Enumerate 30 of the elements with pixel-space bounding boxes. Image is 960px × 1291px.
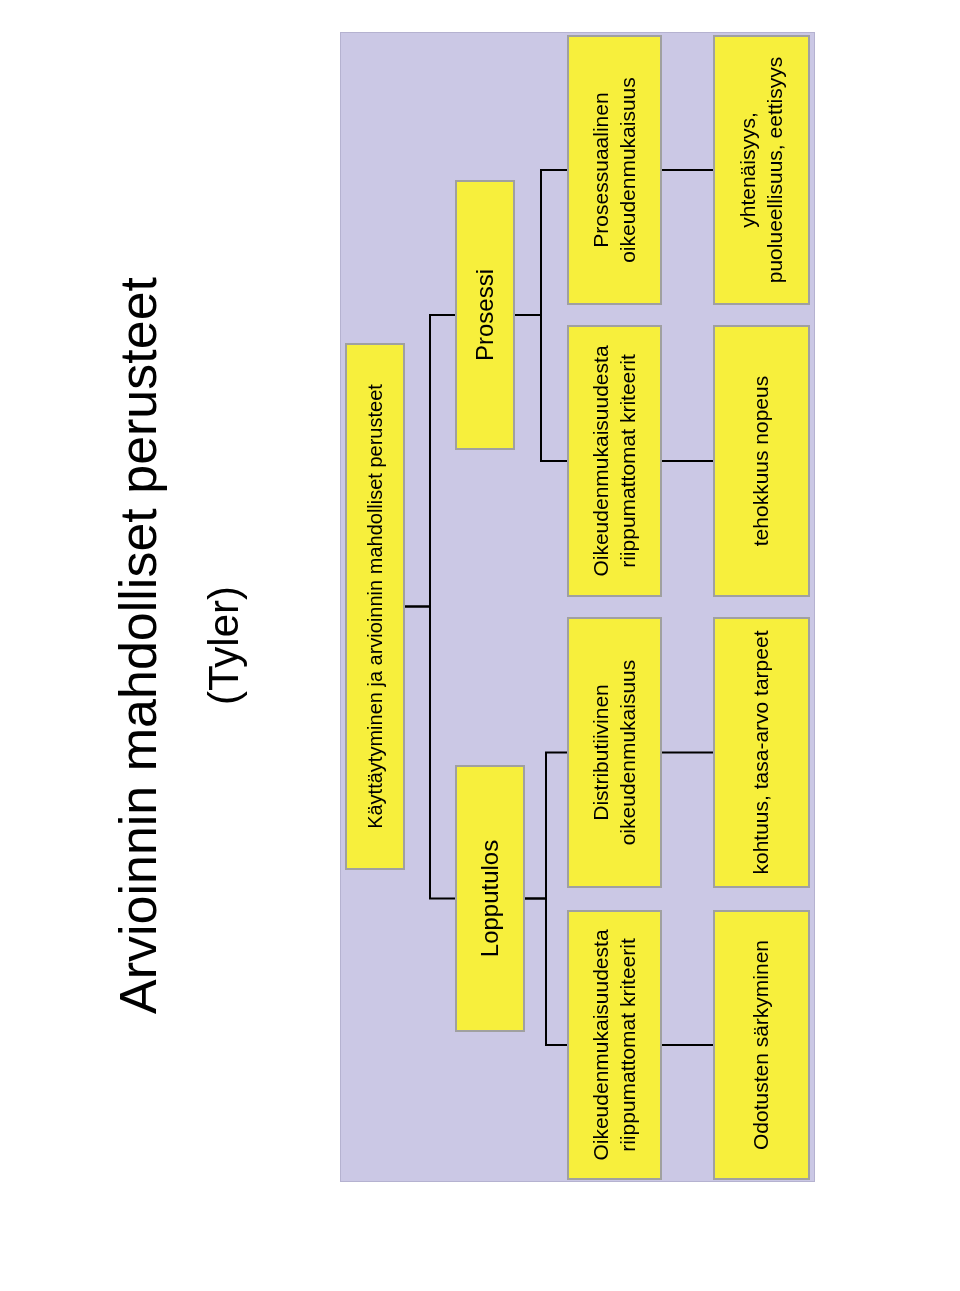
box-label: Oikeudenmukaisuudesta riippumattomat kriteerit <box>588 928 640 1163</box>
connector-line <box>404 314 456 608</box>
category-box <box>345 343 405 870</box>
box-label: yhtenäisyys, puolueellisuus, eettisyys <box>735 55 787 286</box>
box-label: Odotusten särkyminen <box>748 939 774 1151</box>
caption: (Tyler) <box>200 585 248 707</box>
box-label: Distributiivinen oikeudenmukaisuus <box>588 658 640 848</box>
box-label: Prosessuaalinen oikeudenmukaisuus <box>588 76 640 265</box>
category-box <box>713 325 810 597</box>
box-label: Käyttäytyminen ja arvioinnin mahdolliset perusteet <box>362 384 387 829</box>
box-label: Prosessi <box>470 269 499 361</box>
category-box <box>567 325 662 597</box>
title: Arvioinnin mahdolliset perusteet <box>108 275 168 1017</box>
box-label: Lopputulos <box>475 839 504 958</box>
category-box <box>567 35 662 305</box>
box-label: tehokkuus nopeus <box>748 375 774 547</box>
connector-line <box>661 751 714 754</box>
box-label: Oikeudenmukaisuudesta riippumattomat kriteerit <box>588 344 640 579</box>
category-box <box>567 617 662 888</box>
connector-line <box>661 169 714 171</box>
category-box <box>713 617 810 888</box>
category-box <box>455 765 525 1032</box>
connector-line <box>524 751 568 900</box>
connector-line <box>661 460 714 462</box>
category-box <box>567 910 662 1180</box>
category-box <box>455 180 515 450</box>
category-box <box>713 910 810 1180</box>
category-box <box>713 35 810 305</box>
connector-line <box>661 1044 714 1046</box>
box-label: kohtuus, tasa-arvo tarpeet <box>748 630 774 875</box>
